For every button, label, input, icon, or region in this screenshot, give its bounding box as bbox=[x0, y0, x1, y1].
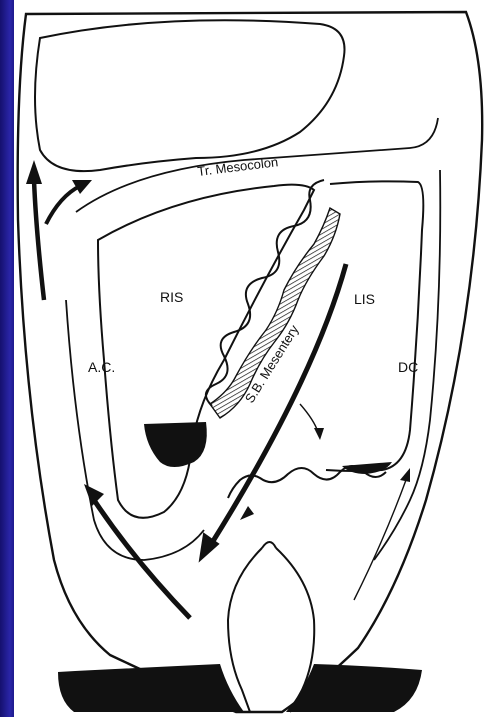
right-gutter-upper-arrow bbox=[34, 180, 44, 300]
pelvic-pool-right bbox=[286, 664, 422, 712]
left-infracolic-space bbox=[326, 181, 423, 471]
right-gutter-upper-arrowhead bbox=[26, 160, 42, 184]
pelvis-bladder bbox=[228, 542, 314, 712]
pelvic-pool-left bbox=[58, 664, 244, 712]
ris-fluid-pool bbox=[144, 422, 207, 467]
right-gutter-lower-arrowhead bbox=[84, 484, 104, 506]
mesentery-root-hatch bbox=[210, 208, 340, 418]
mesentery-small-arrowhead bbox=[314, 428, 324, 440]
label-ac: A.C. bbox=[88, 359, 115, 375]
diagram-canvas: Tr. Mesocolon RIS LIS A.C. DC S.B. Mesen… bbox=[14, 0, 484, 717]
left-gutter-arrowhead bbox=[400, 468, 410, 482]
mesentery-small-arrow bbox=[300, 404, 318, 432]
label-ris: RIS bbox=[160, 289, 183, 305]
lis-sinuous-arrowhead bbox=[240, 506, 254, 520]
peritoneal-flow-diagram: Tr. Mesocolon RIS LIS A.C. DC S.B. Mesen… bbox=[14, 0, 484, 717]
right-gutter-branch-arrow bbox=[46, 186, 80, 224]
label-dc: DC bbox=[398, 359, 418, 375]
upper-compartment bbox=[35, 20, 345, 171]
left-gutter-arrow bbox=[354, 480, 406, 600]
label-lis: LIS bbox=[354, 291, 375, 307]
lis-sinuous-arrow bbox=[228, 466, 386, 498]
